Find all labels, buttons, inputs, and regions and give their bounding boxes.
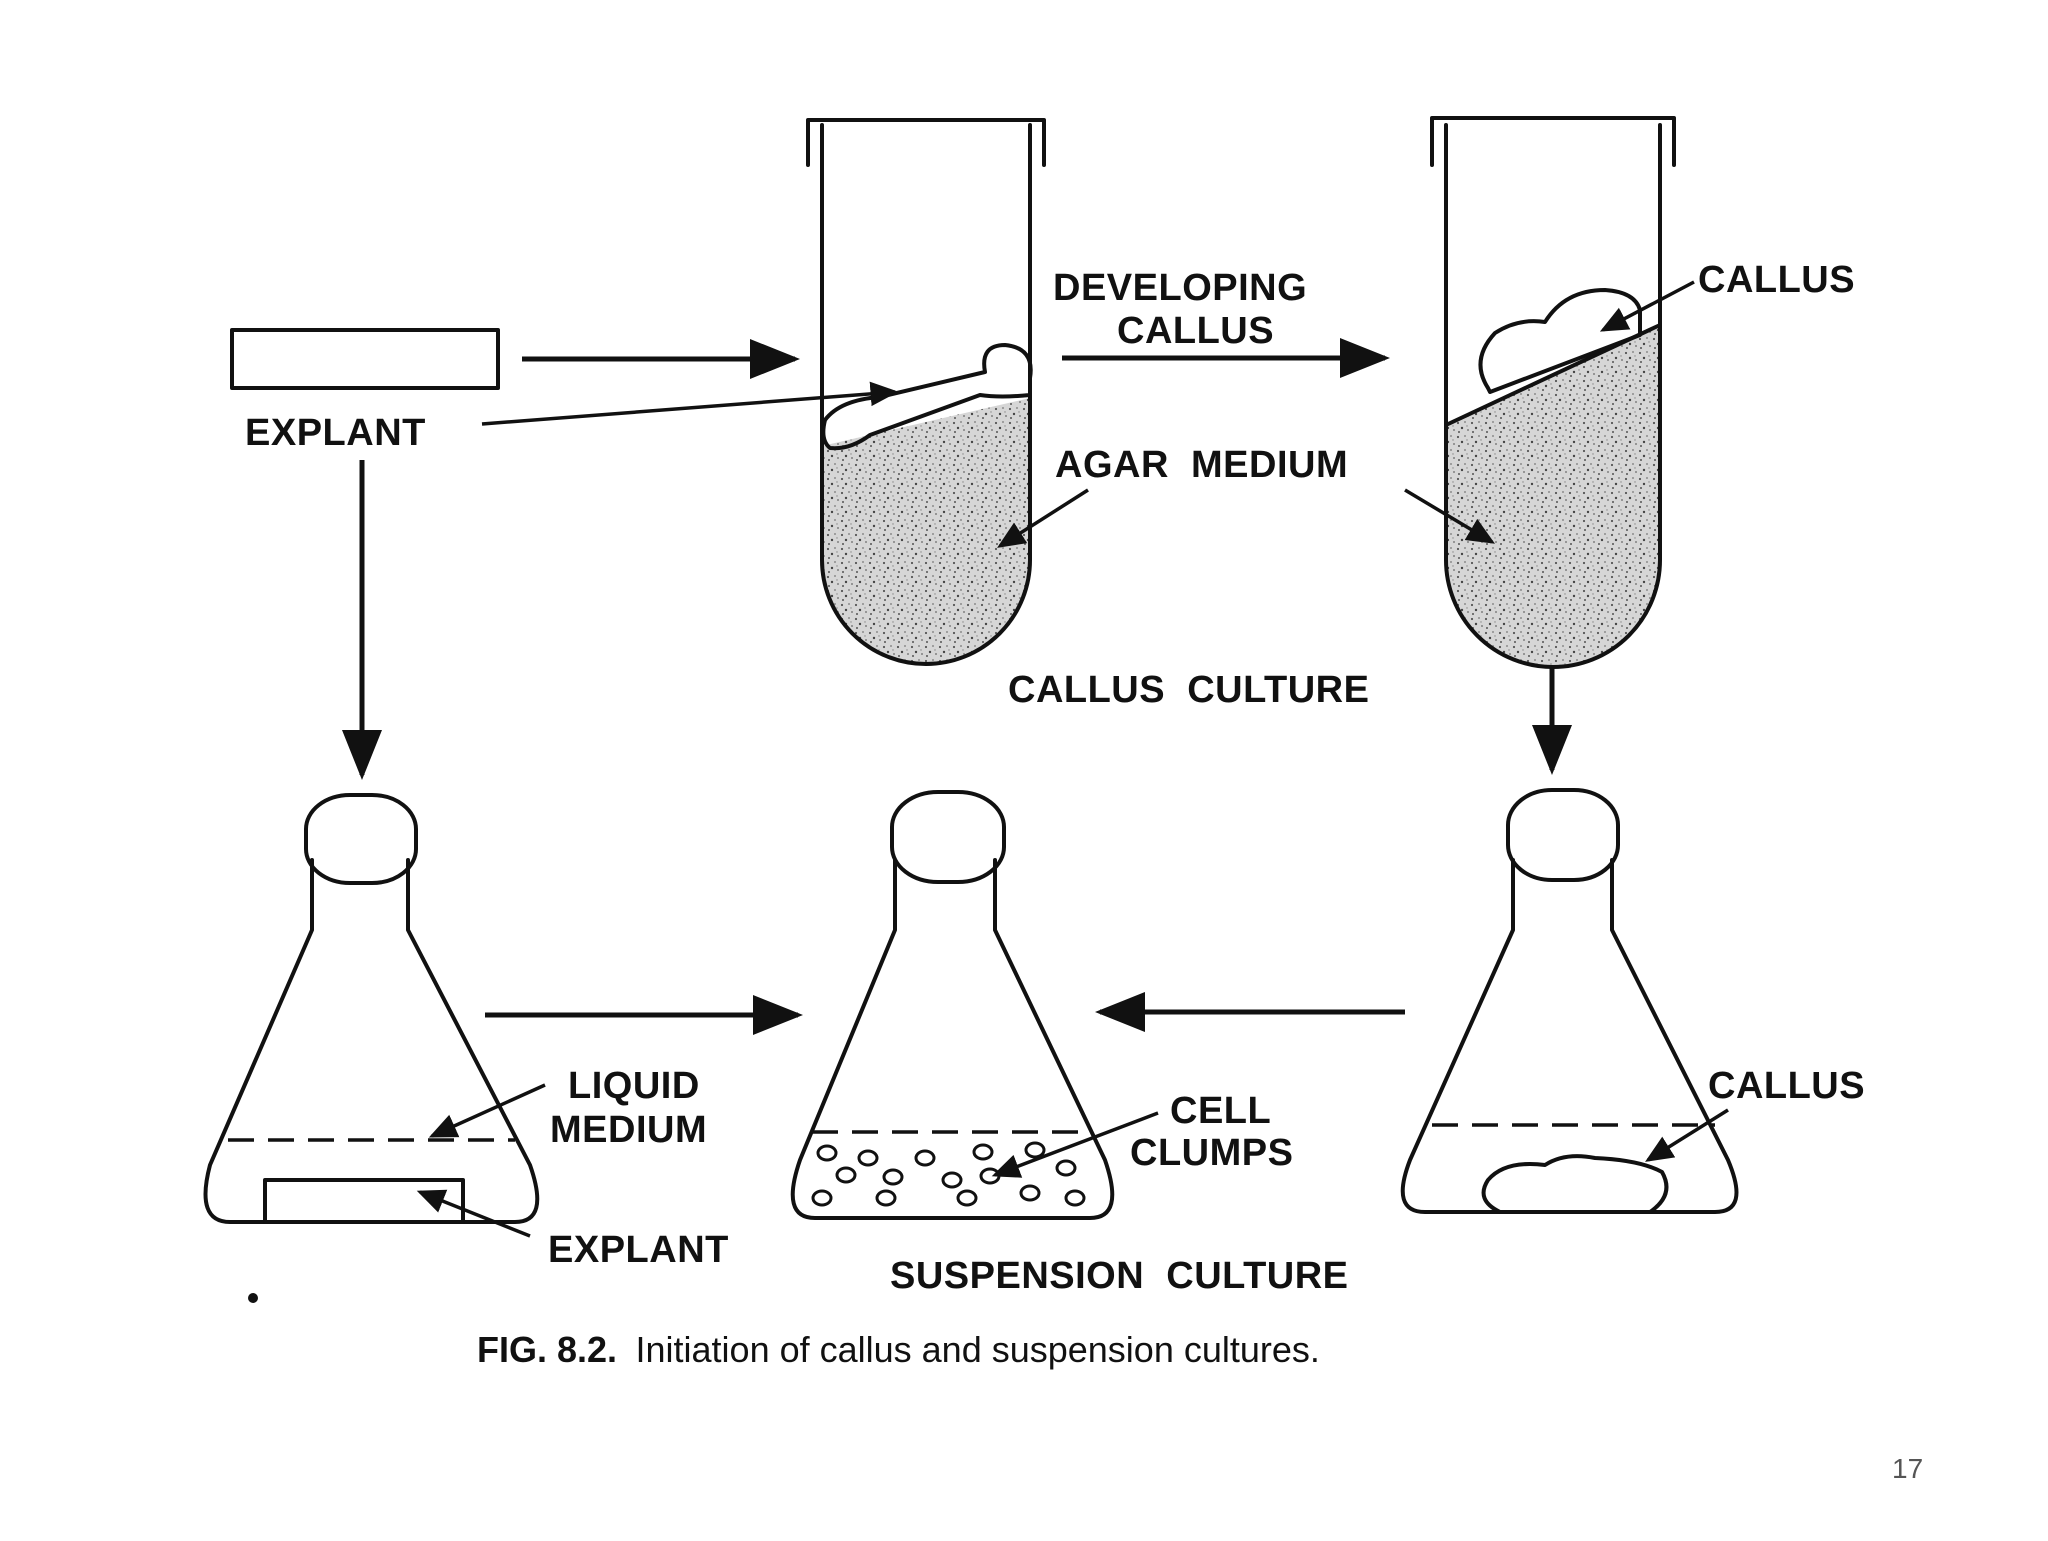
tube2-outline [1444,123,1662,669]
label-explant-bottom: EXPLANT [548,1229,729,1271]
figure-number: FIG. 8.2. [477,1329,617,1370]
flask-cell-clumps [790,790,1115,1220]
flask3-stopper [1506,788,1620,882]
test-tube-developing-callus [806,118,1046,666]
arrow-liquid-medium [428,1083,546,1138]
label-explant-top: EXPLANT [245,412,426,454]
arrow-cell-clumps [991,1111,1159,1178]
flask3-callus [1481,1154,1669,1214]
cell-clump [914,1149,936,1167]
explant-block [230,328,500,390]
figure-caption: FIG. 8.2. Initiation of callus and suspe… [477,1329,1320,1370]
label-suspension-culture: SUSPENSION CULTURE [890,1255,1349,1297]
cell-clump [835,1166,857,1184]
label-agar-medium: AGAR MEDIUM [1055,444,1348,486]
tube1-rim [806,118,1046,167]
cell-clump [972,1143,994,1161]
label-callus-bottom: CALLUS [1708,1065,1865,1107]
flask3-outline [1400,858,1739,1214]
cell-clump [1064,1189,1086,1207]
arrow-callus-top [1599,280,1695,332]
page-number: 17 [1892,1453,1923,1484]
cell-clump [956,1189,978,1207]
label-callus-top: CALLUS [1698,259,1855,301]
test-tube-callus [1430,116,1676,669]
cell-clumps [811,1141,1086,1207]
flask2-stopper [890,790,1006,884]
cell-clump [941,1171,963,1189]
tube2-rim [1430,116,1676,167]
label-developing: DEVELOPING [1053,267,1307,309]
arrow-callus-bottom [1645,1108,1729,1162]
flask2-outline [790,858,1115,1220]
cell-clump [882,1168,904,1186]
label-cell: CELL [1170,1090,1271,1132]
label-liquid: LIQUID [568,1065,700,1107]
cell-clump [816,1144,838,1162]
cell-clump [875,1189,897,1207]
arrow-explant-bottom [416,1189,531,1238]
label-callus-culture: CALLUS CULTURE [1008,669,1369,711]
label-liquid-medium: MEDIUM [550,1109,707,1151]
tube1-agar-fill [822,398,1030,664]
tube2-callus [1478,288,1642,394]
cell-clump [811,1189,833,1207]
flask1-stopper [304,793,418,885]
flask1-outline [203,858,540,1224]
label-cell-clumps: CLUMPS [1130,1132,1293,1174]
arrow-explant-label-to-callus [481,381,899,426]
cell-clump [1024,1141,1046,1159]
flask-callus [1400,788,1739,1214]
tube2-agar-fill [1446,325,1660,667]
arrow-agar-right [1404,488,1496,544]
flask-explant-liquid [203,793,540,1224]
label-developing-callus: CALLUS [1117,310,1274,352]
arrow-agar-left [997,488,1089,548]
tube1-outline [820,123,1032,666]
cell-clump [1019,1184,1041,1202]
cell-clump [1055,1159,1077,1177]
stray-dot [248,1293,258,1303]
cell-clump [857,1149,879,1167]
figure-caption-text: Initiation of callus and suspension cult… [636,1329,1320,1370]
flask1-explant [263,1178,465,1224]
